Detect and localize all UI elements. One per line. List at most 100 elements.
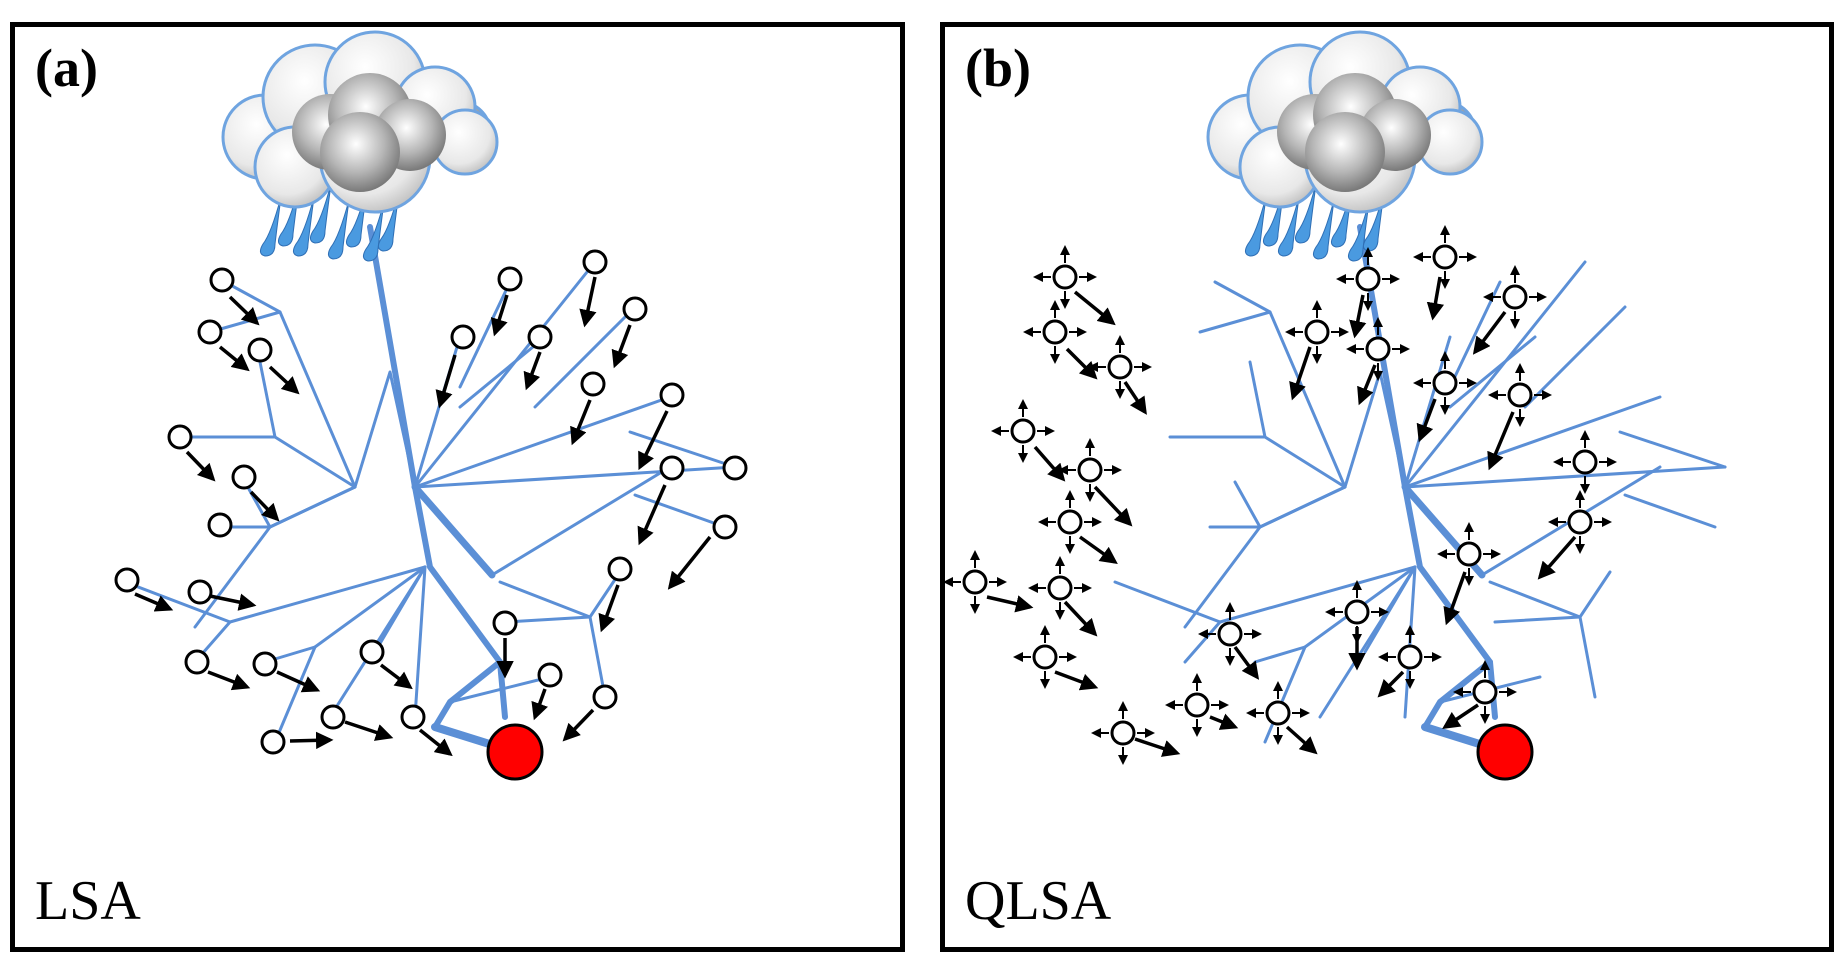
outlet-node	[1476, 723, 1534, 781]
direction-arrow	[1472, 310, 1507, 355]
source-node	[1365, 336, 1391, 362]
direction-arrow	[249, 490, 280, 522]
raindrop	[1330, 187, 1353, 248]
river-segment	[1357, 224, 1498, 720]
source-node	[1432, 244, 1458, 270]
source-node	[659, 382, 685, 408]
direction-arrow	[344, 720, 394, 741]
direction-arrow	[1289, 346, 1312, 401]
river-segment	[458, 335, 547, 409]
source-node	[197, 319, 223, 345]
source-node	[1077, 457, 1103, 483]
direction-arrow	[1209, 713, 1239, 730]
river-segment	[178, 435, 357, 489]
direction-arrow	[598, 584, 620, 633]
river-segment	[490, 465, 672, 577]
direction-arrow	[289, 731, 334, 750]
direction-arrow	[579, 276, 597, 328]
direction-arrow	[1093, 485, 1133, 527]
river-segment	[533, 305, 637, 409]
river-segment	[1488, 570, 1612, 619]
river-segment	[1253, 645, 1307, 664]
raindrop	[1347, 201, 1370, 262]
direction-arrow	[218, 345, 250, 372]
source-node	[1572, 449, 1598, 475]
source-node	[712, 514, 738, 540]
direction-arrow	[1285, 725, 1318, 755]
source-node	[260, 729, 286, 755]
river-segment	[1198, 310, 1272, 334]
direction-arrow	[1065, 347, 1098, 380]
raindrop	[362, 201, 385, 262]
river-segment	[503, 615, 592, 624]
direction-arrow	[1487, 411, 1515, 471]
direction-arrow	[1349, 294, 1367, 339]
direction-arrow	[490, 294, 509, 337]
source-node	[1184, 692, 1210, 718]
river-segment	[1363, 565, 1417, 654]
river-segment	[243, 480, 272, 529]
river-network-diagram-lsa	[114, 30, 748, 781]
direction-arrow	[1416, 398, 1437, 443]
direction-arrow	[435, 354, 457, 409]
direction-arrow	[637, 484, 667, 546]
direction-arrow	[1442, 703, 1479, 729]
river-segment	[353, 370, 417, 489]
direction-arrow	[1357, 364, 1377, 406]
direction-arrow	[1123, 381, 1147, 415]
source-node	[1472, 679, 1498, 705]
river-segment	[193, 525, 272, 629]
source-node	[1052, 264, 1078, 290]
raindrop	[327, 199, 350, 260]
river-segment	[1493, 615, 1582, 624]
source-node	[537, 662, 563, 688]
panel-qlsa: (b) QLSA	[940, 22, 1834, 952]
direction-arrow	[276, 670, 321, 693]
river-segment	[1113, 565, 1417, 624]
direction-arrow	[562, 708, 595, 742]
direction-arrow	[570, 399, 592, 446]
source-node	[1304, 319, 1330, 345]
rain-cloud-icon	[221, 30, 499, 262]
source-node	[252, 651, 278, 677]
raindrop	[292, 196, 315, 257]
source-node	[209, 267, 235, 293]
river-segment	[1213, 280, 1347, 489]
direction-arrow	[1134, 737, 1181, 757]
source-node	[167, 424, 193, 450]
source-node	[1456, 541, 1482, 567]
direction-arrow	[1073, 290, 1116, 326]
source-node	[1110, 720, 1136, 746]
direction-arrow	[1537, 535, 1577, 580]
river-segment	[1403, 395, 1662, 489]
river-segment	[1618, 430, 1727, 469]
river-segment	[413, 260, 597, 489]
river-segment	[1623, 493, 1717, 529]
river-segment	[498, 570, 622, 619]
source-node	[1265, 700, 1291, 726]
source-node	[492, 610, 518, 636]
direction-arrow	[134, 592, 174, 612]
raindrop	[1294, 183, 1317, 244]
river-segment	[1258, 485, 1347, 529]
source-node	[400, 704, 426, 730]
source-node	[580, 371, 606, 397]
panel-letter: (b)	[965, 38, 1031, 98]
source-node	[187, 579, 213, 605]
direction-arrow	[418, 728, 453, 757]
river-segment	[633, 493, 727, 529]
source-node	[359, 639, 385, 665]
direction-arrow	[228, 295, 260, 326]
direction-arrow	[531, 688, 548, 721]
raindrop	[1262, 186, 1285, 247]
source-node	[1010, 418, 1036, 444]
river-segment	[1448, 335, 1537, 409]
outlet-node	[486, 723, 544, 781]
direction-arrow	[1426, 276, 1445, 321]
direction-arrow	[638, 410, 669, 471]
direction-arrow	[611, 324, 632, 369]
river-segment	[258, 360, 277, 439]
source-node	[1355, 266, 1381, 292]
source-node	[114, 567, 140, 593]
source-node	[1107, 354, 1133, 380]
